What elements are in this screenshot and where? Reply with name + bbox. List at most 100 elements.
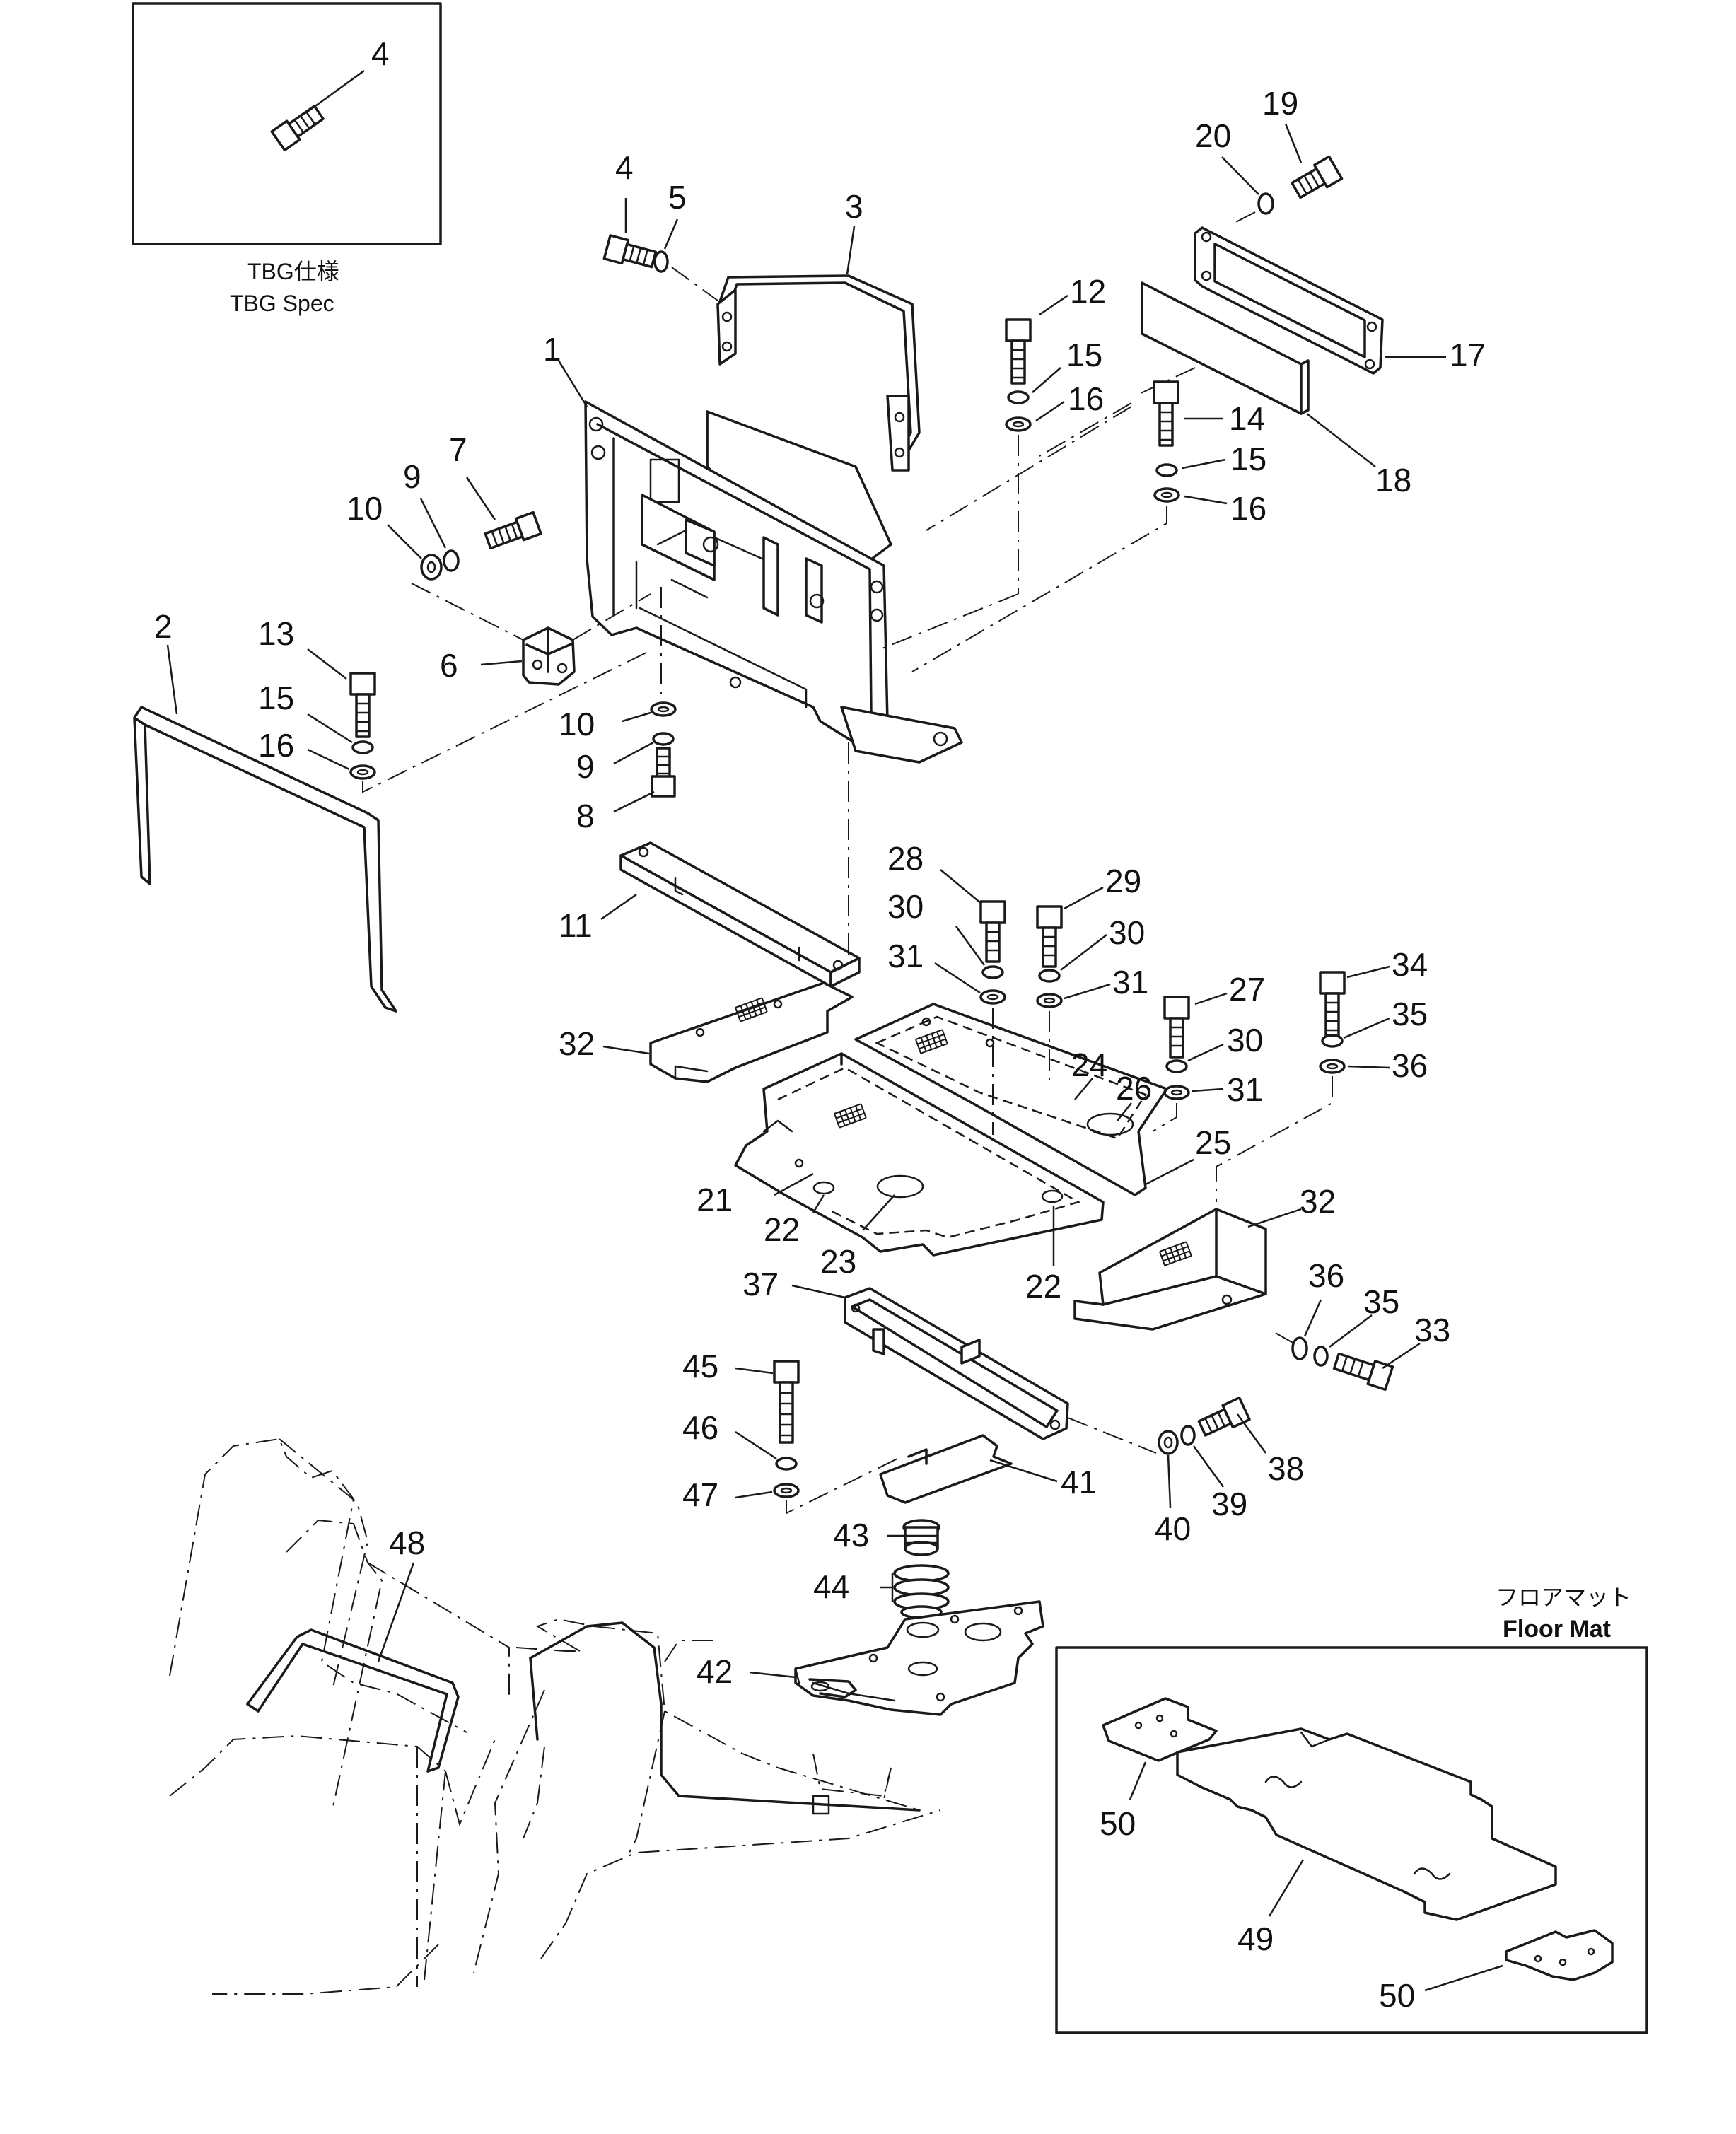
inset-floor-mat-label-en: Floor Mat	[1503, 1616, 1611, 1643]
callout-32a: 32	[559, 1025, 595, 1062]
callout-49: 49	[1237, 1920, 1274, 1957]
leader-25	[1145, 1158, 1194, 1186]
leader-2	[166, 644, 178, 715]
part-27-bolt	[1163, 996, 1190, 1059]
callout-37: 37	[742, 1266, 779, 1302]
callout-30c: 30	[1227, 1022, 1263, 1059]
part-24-plate	[854, 1003, 1168, 1196]
leader-30a	[955, 926, 986, 966]
callout-9b: 9	[576, 748, 595, 785]
part-2-guard	[133, 706, 397, 1013]
part-20-washer	[1257, 192, 1274, 215]
leader-10b	[622, 711, 651, 723]
leader-16a	[1035, 400, 1065, 422]
part-30b-washer	[1038, 969, 1061, 983]
inset-floor-mat-label-jp: フロアマット	[1496, 1585, 1631, 1610]
callout-38: 38	[1268, 1450, 1304, 1487]
leader-32b	[1247, 1208, 1302, 1228]
callout-11: 11	[559, 907, 593, 944]
callout-16b: 16	[1230, 490, 1266, 527]
leader-50b	[1424, 1964, 1503, 1992]
callout-30b: 30	[1109, 914, 1145, 951]
part-19-bolt	[1291, 155, 1344, 199]
part-1-seat-support	[584, 400, 963, 764]
callout-32b: 32	[1300, 1183, 1336, 1220]
leader-49	[1268, 1859, 1305, 1917]
leader-36b	[1303, 1299, 1322, 1337]
mesh-marks	[735, 997, 1192, 1266]
part-45-bolt	[773, 1360, 800, 1444]
part-13-bolt	[349, 672, 376, 738]
inset-tbg-spec	[132, 2, 442, 245]
leader-15b	[1182, 458, 1226, 470]
leader-24	[1074, 1078, 1093, 1100]
part-34-bolt	[1319, 971, 1346, 1037]
leader-36a	[1347, 1065, 1390, 1069]
part-37-rail	[844, 1287, 1069, 1440]
callout-23: 23	[820, 1243, 856, 1280]
leader-45	[735, 1367, 774, 1375]
callout-36a: 36	[1392, 1047, 1428, 1084]
leader-33	[1382, 1342, 1421, 1370]
part-33-bolt	[1332, 1352, 1394, 1392]
callout-46: 46	[682, 1409, 718, 1446]
leader-26	[1117, 1102, 1132, 1121]
part-15c-washer	[351, 740, 374, 754]
part-36a-washer	[1319, 1059, 1346, 1074]
leader-28	[940, 869, 982, 904]
callout-8: 8	[576, 798, 595, 834]
callout-16a: 16	[1068, 380, 1104, 417]
leader-20	[1221, 156, 1259, 195]
part-44-spring	[893, 1564, 950, 1619]
part-10a-washer	[420, 554, 443, 581]
callout-15c: 15	[258, 680, 294, 716]
callout-45: 45	[682, 1348, 718, 1384]
part-31a-washer	[979, 989, 1006, 1005]
callout-31b: 31	[1112, 964, 1148, 1001]
callout-27: 27	[1229, 971, 1265, 1008]
inset-floor-mat	[1055, 1646, 1648, 2034]
callout-50a: 50	[1100, 1805, 1136, 1842]
part-15a-washer	[1007, 390, 1030, 404]
leader-13	[307, 648, 347, 680]
callout-6: 6	[440, 647, 458, 684]
inset-tbg-frame	[132, 2, 442, 245]
callout-25: 25	[1195, 1124, 1231, 1161]
part-7-bolt	[484, 511, 542, 550]
callout-19: 19	[1262, 85, 1298, 122]
callout-14: 14	[1229, 400, 1265, 437]
inset-tbg-label-jp: TBG仕様	[247, 259, 339, 284]
leader-12	[1039, 294, 1068, 316]
part-3-handle	[716, 274, 921, 472]
part-30c-washer	[1165, 1059, 1188, 1073]
callout-36b: 36	[1308, 1257, 1344, 1294]
part-8-bolt	[651, 747, 676, 798]
part-35a-washer	[1321, 1034, 1344, 1048]
leader-15a	[1032, 367, 1061, 393]
callout-12: 12	[1070, 273, 1106, 310]
callout-7: 7	[449, 431, 467, 468]
part-30a-washer	[981, 965, 1004, 979]
inset-tbg-label-en: TBG Spec	[230, 291, 334, 316]
leader-16b	[1184, 495, 1228, 505]
leader-34	[1346, 965, 1390, 979]
leader-10a	[387, 524, 422, 559]
callout-31a: 31	[887, 938, 924, 974]
part-35b-washer	[1313, 1346, 1329, 1367]
leader-35a	[1343, 1017, 1390, 1039]
part-9a-washer	[443, 549, 460, 572]
callout-42: 42	[697, 1653, 733, 1690]
callout-39: 39	[1211, 1486, 1247, 1522]
part-31b-washer	[1036, 993, 1063, 1008]
part-6-bracket	[522, 626, 576, 686]
callout-50b: 50	[1379, 1977, 1415, 2014]
leader-7	[465, 477, 496, 520]
part-11-rail	[619, 841, 861, 988]
callout-15b: 15	[1230, 441, 1266, 477]
callout-34: 34	[1392, 946, 1428, 983]
part-28-bolt	[979, 900, 1006, 963]
callout-4a: 4	[371, 35, 390, 72]
part-4-bolt	[602, 234, 658, 269]
callout-43: 43	[833, 1517, 869, 1553]
